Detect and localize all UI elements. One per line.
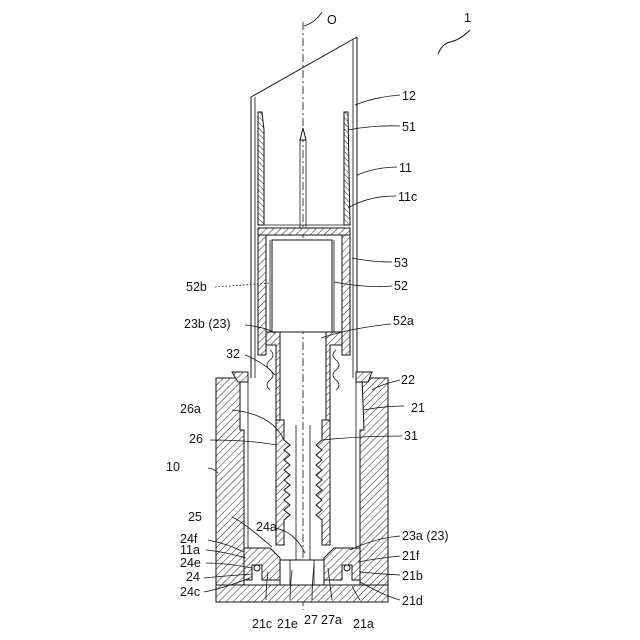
label-11: 11 <box>399 161 412 175</box>
label-12: 12 <box>402 89 416 103</box>
label-23a: 23a (23) <box>402 529 449 543</box>
label-24e: 24e <box>180 556 201 570</box>
label-24a: 24a <box>256 520 277 534</box>
label-21c: 21c <box>252 617 272 631</box>
label-axis-O: O <box>327 13 337 27</box>
label-27a: 27a <box>321 613 342 627</box>
label-32: 32 <box>226 347 240 361</box>
label-52a: 52a <box>393 314 414 328</box>
label-25: 25 <box>188 510 202 524</box>
label-27: 27 <box>304 613 318 627</box>
label-53: 53 <box>394 256 408 270</box>
label-52: 52 <box>394 279 408 293</box>
label-11c: 11c <box>398 190 417 204</box>
label-22: 22 <box>401 373 415 387</box>
label-51: 51 <box>402 120 416 134</box>
label-52b: 52b <box>186 280 207 294</box>
label-26a: 26a <box>180 402 201 416</box>
label-1: 1 <box>464 11 471 25</box>
sheath-51 <box>258 112 350 225</box>
label-10: 10 <box>166 460 180 474</box>
label-26: 26 <box>189 432 203 446</box>
label-21b: 21b <box>402 569 423 583</box>
label-21d: 21d <box>402 594 423 608</box>
label-31: 31 <box>404 429 418 443</box>
label-21f: 21f <box>402 549 420 563</box>
connector-32 <box>266 332 342 420</box>
label-21a: 21a <box>353 617 374 631</box>
label-21: 21 <box>411 401 425 415</box>
label-23b: 23b (23) <box>184 317 231 331</box>
label-24: 24 <box>186 570 200 584</box>
label-24c: 24c <box>180 585 200 599</box>
label-11a: 11a <box>180 543 200 557</box>
label-21e: 21e <box>277 617 298 631</box>
base-24 <box>244 548 360 585</box>
